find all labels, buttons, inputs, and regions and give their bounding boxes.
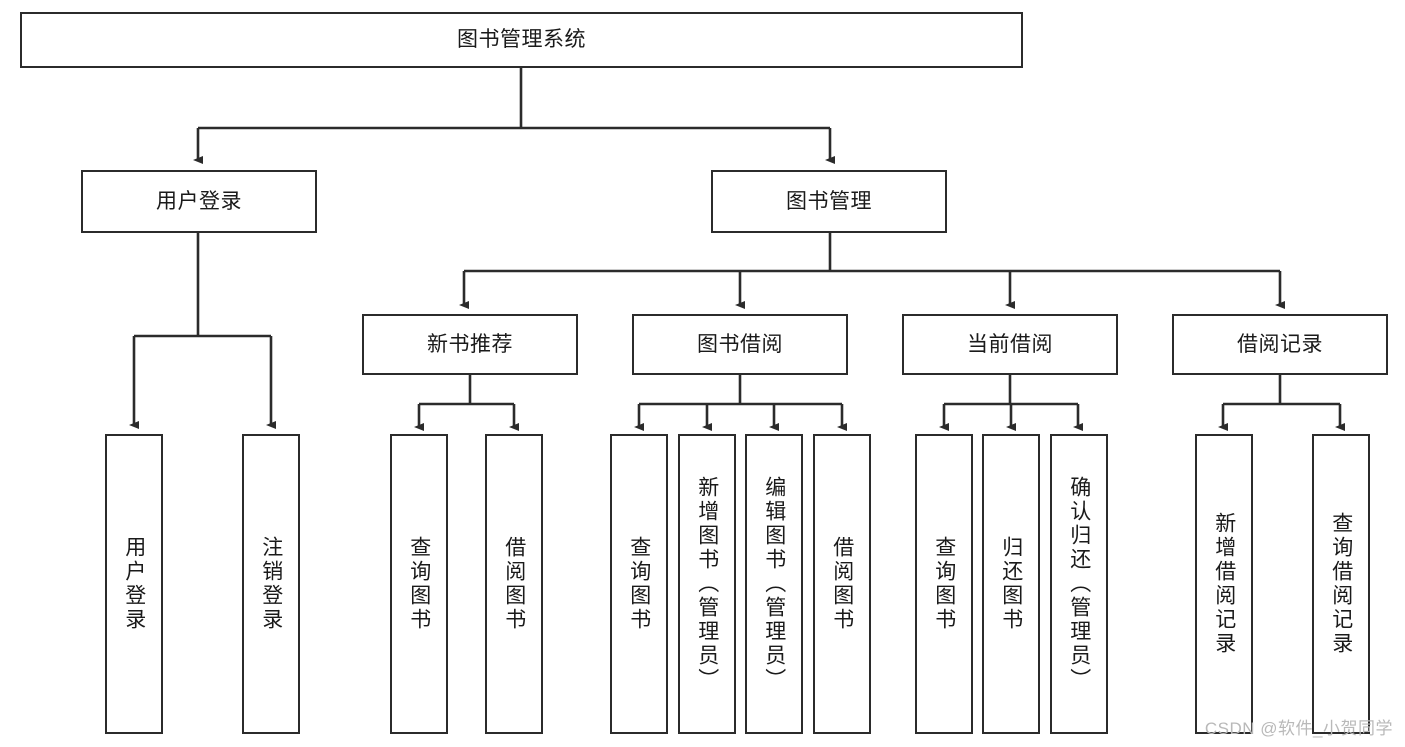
node-user-login[interactable]: 用户登录 bbox=[81, 170, 317, 233]
leaf-book-borrow-add-book-admin[interactable]: 新增图书（管理员） bbox=[678, 434, 736, 734]
node-label: 图书借阅 bbox=[697, 332, 783, 356]
node-label: 当前借阅 bbox=[967, 332, 1053, 356]
node-label: 确认归还（管理员） bbox=[1067, 476, 1091, 692]
leaf-user-login-logout[interactable]: 注销登录 bbox=[242, 434, 300, 734]
leaf-book-borrow-edit-book-admin[interactable]: 编辑图书（管理员） bbox=[745, 434, 803, 734]
leaf-current-borrow-confirm-return-admin[interactable]: 确认归还（管理员） bbox=[1050, 434, 1108, 734]
csdn-watermark: CSDN @软件_小贺同学 bbox=[1204, 719, 1393, 738]
node-label: 注销登录 bbox=[259, 536, 283, 632]
leaf-borrow-record-query-record[interactable]: 查询借阅记录 bbox=[1312, 434, 1370, 734]
node-label: 新增图书（管理员） bbox=[695, 476, 719, 692]
node-label: 图书管理系统 bbox=[457, 28, 586, 52]
node-label: 新增借阅记录 bbox=[1212, 512, 1236, 656]
leaf-book-borrow-borrow-book[interactable]: 借阅图书 bbox=[813, 434, 871, 734]
node-root-book-management-system[interactable]: 图书管理系统 bbox=[20, 12, 1023, 68]
node-label: 用户登录 bbox=[122, 536, 146, 632]
leaf-current-borrow-query-book[interactable]: 查询图书 bbox=[915, 434, 973, 734]
leaf-current-borrow-return-book[interactable]: 归还图书 bbox=[982, 434, 1040, 734]
node-label: 查询借阅记录 bbox=[1329, 512, 1353, 656]
leaf-new-book-query-book[interactable]: 查询图书 bbox=[390, 434, 448, 734]
leaf-user-login-login[interactable]: 用户登录 bbox=[105, 434, 163, 734]
leaf-book-borrow-query-book[interactable]: 查询图书 bbox=[610, 434, 668, 734]
node-label: 图书管理 bbox=[786, 189, 872, 213]
leaf-new-book-borrow-book[interactable]: 借阅图书 bbox=[485, 434, 543, 734]
node-label: 借阅图书 bbox=[502, 536, 526, 632]
node-label: 借阅图书 bbox=[830, 536, 854, 632]
node-book-borrow[interactable]: 图书借阅 bbox=[632, 314, 848, 375]
node-borrow-record[interactable]: 借阅记录 bbox=[1172, 314, 1388, 375]
node-label: 新书推荐 bbox=[427, 332, 513, 356]
node-label: 查询图书 bbox=[407, 536, 431, 632]
node-new-book-recommend[interactable]: 新书推荐 bbox=[362, 314, 578, 375]
node-label: 归还图书 bbox=[999, 536, 1023, 632]
node-label: 用户登录 bbox=[156, 189, 242, 213]
node-label: 编辑图书（管理员） bbox=[762, 476, 786, 692]
leaf-borrow-record-add-record[interactable]: 新增借阅记录 bbox=[1195, 434, 1253, 734]
node-label: 借阅记录 bbox=[1237, 332, 1323, 356]
node-book-management[interactable]: 图书管理 bbox=[711, 170, 947, 233]
node-current-borrow[interactable]: 当前借阅 bbox=[902, 314, 1118, 375]
node-label: 查询图书 bbox=[932, 536, 956, 632]
node-label: 查询图书 bbox=[627, 536, 651, 632]
